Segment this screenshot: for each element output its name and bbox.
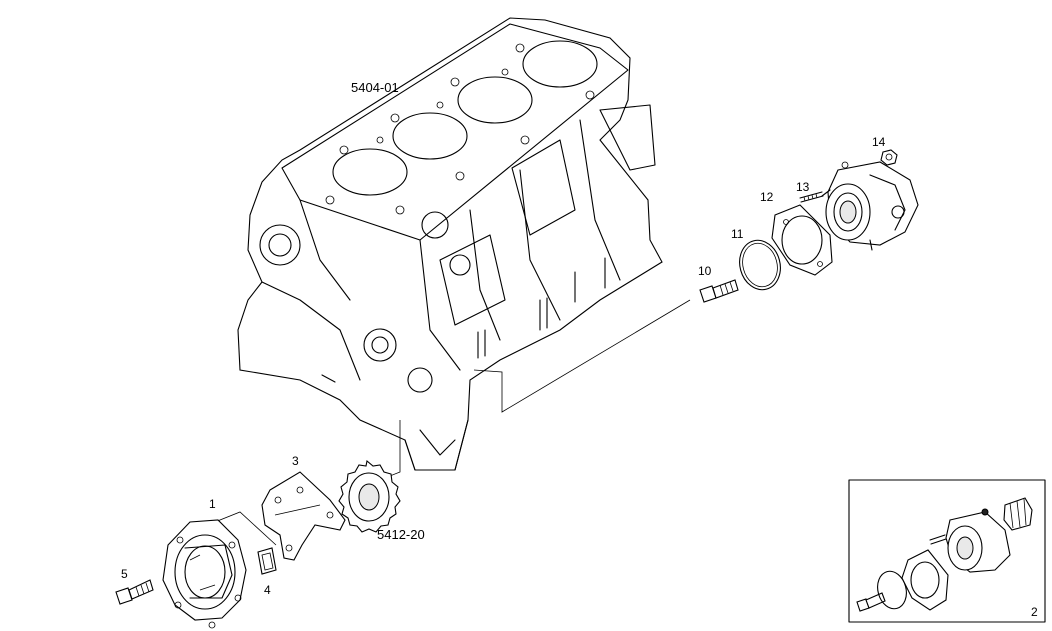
callout-part-13: 13 (796, 180, 810, 194)
cylinder-bore-3 (457, 76, 533, 124)
pump-assembly-right (821, 161, 919, 251)
gasket-part-12 (771, 204, 833, 276)
cylinder-bore-2 (392, 112, 468, 160)
bolt-part-10 (699, 279, 739, 303)
callout-labels: 5404-01 5412-20 1 2 3 4 5 10 11 12 13 14 (121, 80, 1038, 619)
cylinder-bore-4 (522, 40, 598, 88)
callout-part-4: 4 (264, 583, 271, 597)
housing-part-1 (162, 519, 247, 629)
callout-part-11: 11 (731, 227, 744, 241)
callout-part-1: 1 (209, 497, 216, 511)
callout-part-5: 5 (121, 567, 128, 581)
bolt-part-5 (115, 579, 154, 605)
engine-block (237, 17, 663, 471)
callout-5404-01: 5404-01 (351, 80, 399, 95)
nut-part-14 (880, 149, 898, 166)
sprocket-5412-20 (338, 459, 401, 533)
callout-part-12: 12 (760, 190, 774, 204)
stud-part-13 (799, 191, 824, 203)
callout-part-2: 2 (1031, 605, 1038, 619)
inset-assembly-box (848, 479, 1046, 623)
callout-part-3: 3 (292, 454, 299, 468)
o-ring-part-11 (739, 239, 781, 291)
cylinder-bore-1 (332, 148, 408, 196)
callout-part-10: 10 (698, 264, 712, 278)
seal-part-4 (257, 547, 277, 575)
callout-part-14: 14 (872, 135, 886, 149)
bracket-part-3 (261, 471, 346, 561)
callout-5412-20: 5412-20 (377, 527, 425, 542)
